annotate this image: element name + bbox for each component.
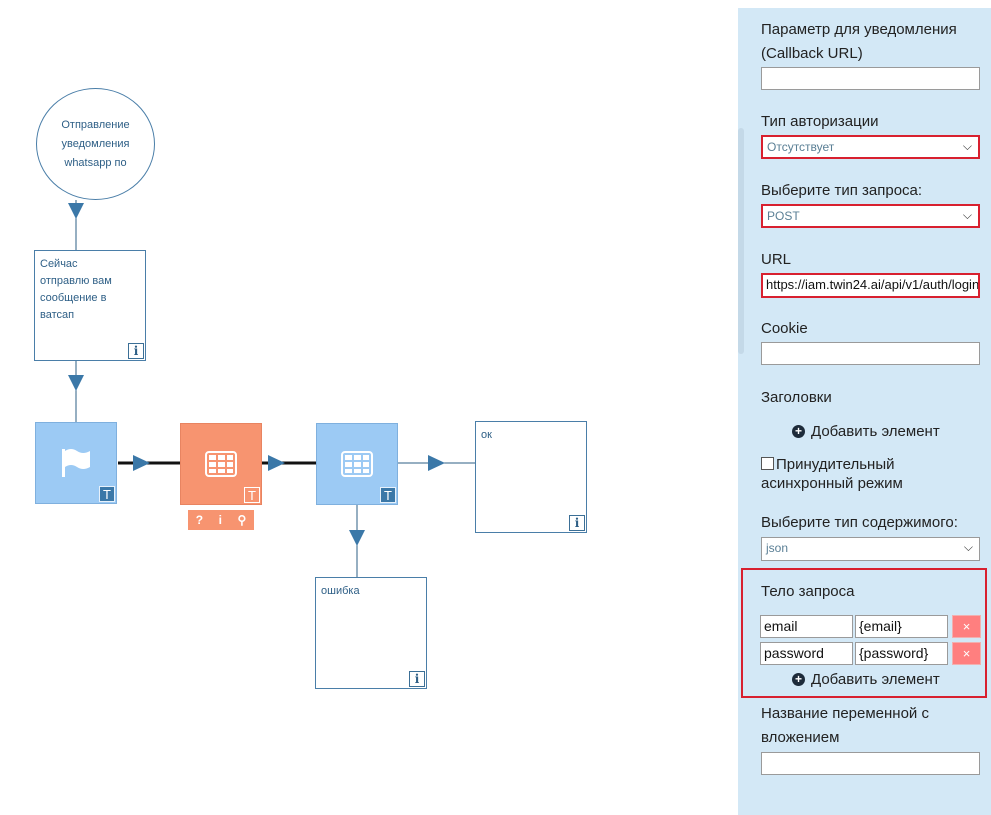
- headers-label: Заголовки: [761, 389, 832, 406]
- auth-type-select[interactable]: Отсутствует ⌵: [761, 135, 980, 159]
- panel-scrollbar[interactable]: [738, 128, 744, 354]
- url-input[interactable]: https://iam.twin24.ai/api/v1/auth/login: [761, 273, 980, 298]
- arrow-head: [428, 455, 445, 471]
- content-type-label: Выберите тип содержимого:: [761, 514, 958, 531]
- message-node-text: Сейчас отправлю вам сообщение в ватсап: [40, 258, 112, 321]
- add-header-label: Добавить элемент: [811, 423, 940, 440]
- delete-row-button[interactable]: ×: [952, 642, 981, 665]
- delete-row-button[interactable]: ×: [952, 615, 981, 638]
- content-type-value: json: [766, 541, 789, 555]
- error-node-text: ошибка: [321, 585, 360, 597]
- help-icon[interactable]: ?: [195, 513, 204, 527]
- arrow-head: [68, 375, 84, 391]
- attachment-variable-label: Название переменной с вложением: [761, 705, 929, 746]
- chevron-down-icon: ⌵: [962, 139, 972, 153]
- link-icon[interactable]: ⚲: [237, 513, 247, 527]
- chevron-down-icon: ⌵: [962, 208, 972, 222]
- add-body-element-label: Добавить элемент: [811, 671, 940, 688]
- start-node-text: Отправление уведомления whatsapp по: [61, 118, 130, 169]
- type-badge[interactable]: T: [244, 487, 260, 503]
- table-block-active[interactable]: T: [180, 423, 262, 505]
- callback-label: Параметр для уведомления (Callback URL): [761, 21, 957, 62]
- async-mode-label: Принудительный асинхронный режим: [761, 456, 903, 492]
- arrow-head: [349, 530, 365, 546]
- table-icon: [341, 451, 373, 477]
- add-body-element-button[interactable]: + Добавить элемент: [792, 671, 940, 688]
- flag-icon: [62, 449, 90, 477]
- cookie-label: Cookie: [761, 320, 808, 337]
- body-value-input[interactable]: {email}: [855, 615, 948, 638]
- error-node[interactable]: ошибка i: [315, 577, 427, 689]
- auth-type-value: Отсутствует: [767, 140, 835, 154]
- request-body-section: [741, 568, 987, 698]
- arrow-head: [133, 455, 150, 471]
- info-icon[interactable]: i: [128, 343, 144, 359]
- ok-node[interactable]: ок i: [475, 421, 587, 533]
- body-key-input[interactable]: password: [760, 642, 853, 665]
- arrow-head: [268, 455, 285, 471]
- chevron-down-icon: ⌵: [963, 540, 973, 554]
- plus-icon: +: [792, 673, 805, 686]
- flow-canvas[interactable]: Отправление уведомления whatsapp по Сейч…: [0, 0, 738, 815]
- message-node[interactable]: Сейчас отправлю вам сообщение в ватсап i: [34, 250, 146, 361]
- auth-type-label: Тип авторизации: [761, 113, 879, 130]
- table-icon: [205, 451, 237, 477]
- settings-panel: Параметр для уведомления (Callback URL) …: [738, 0, 991, 815]
- async-mode-checkbox[interactable]: [761, 457, 774, 470]
- table-block[interactable]: T: [316, 423, 398, 505]
- request-type-label: Выберите тип запроса:: [761, 182, 923, 199]
- async-mode-option[interactable]: Принудительный асинхронный режим: [761, 455, 941, 493]
- ok-node-text: ок: [481, 429, 492, 441]
- info-icon[interactable]: i: [409, 671, 425, 687]
- node-toolbar: ? i ⚲: [188, 510, 254, 530]
- info-icon[interactable]: i: [218, 513, 222, 527]
- plus-icon: +: [792, 425, 805, 438]
- request-body-label: Тело запроса: [761, 583, 855, 600]
- attachment-variable-input[interactable]: [761, 752, 980, 775]
- add-header-button[interactable]: + Добавить элемент: [792, 423, 940, 440]
- request-type-select[interactable]: POST ⌵: [761, 204, 980, 228]
- type-badge[interactable]: T: [99, 486, 115, 502]
- arrow-head: [68, 203, 84, 219]
- start-flag-block[interactable]: T: [35, 422, 117, 504]
- body-value-input[interactable]: {password}: [855, 642, 948, 665]
- request-type-value: POST: [767, 209, 800, 223]
- url-label: URL: [761, 251, 792, 268]
- content-type-select[interactable]: json ⌵: [761, 537, 980, 561]
- info-icon[interactable]: i: [569, 515, 585, 531]
- cookie-input[interactable]: [761, 342, 980, 365]
- start-node[interactable]: Отправление уведомления whatsapp по: [36, 88, 155, 200]
- callback-url-input[interactable]: [761, 67, 980, 90]
- body-key-input[interactable]: email: [760, 615, 853, 638]
- type-badge[interactable]: T: [380, 487, 396, 503]
- connector-lines: [68, 200, 475, 577]
